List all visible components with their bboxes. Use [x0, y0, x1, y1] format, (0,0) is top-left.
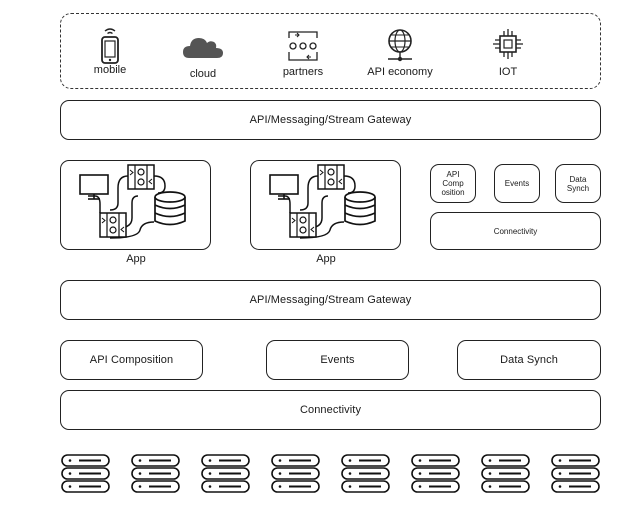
channel-api-economy: API economy: [355, 26, 445, 78]
server-rack-icon: [552, 455, 599, 492]
connectivity-label: Connectivity: [299, 404, 362, 416]
server-rack-icon: [342, 455, 389, 492]
channel-cloud: cloud: [158, 26, 248, 80]
gateway-bottom: API/Messaging/Stream Gateway: [60, 280, 601, 320]
app-service-data-synch: Data Synch: [555, 164, 601, 203]
globe-network-icon: [388, 29, 412, 62]
server-rack-icon: [132, 455, 179, 492]
cloud-icon: [183, 38, 223, 58]
app-service-api-composition: API Comp osition: [430, 164, 476, 203]
channel-iot: IOT: [463, 26, 553, 78]
gateway-bottom-label: API/Messaging/Stream Gateway: [249, 294, 412, 306]
server-rack-icon: [272, 455, 319, 492]
platform-connectivity: Connectivity: [60, 390, 601, 430]
platform-events: Events: [266, 340, 409, 380]
gateway-top-label: API/Messaging/Stream Gateway: [249, 114, 412, 126]
server-rack-icon: [62, 455, 109, 492]
platform-data-synch: Data Synch: [457, 340, 601, 380]
app-service-connectivity: Connectivity: [430, 212, 601, 250]
server-rack-icon: [482, 455, 529, 492]
channels-frame: [60, 13, 601, 89]
server-rack-icon: [412, 455, 459, 492]
channel-label: API economy: [367, 66, 433, 78]
mobile-phone-icon: [101, 28, 119, 64]
app-service-events: Events: [494, 164, 540, 203]
chip-icon: [493, 29, 523, 59]
gateway-top: API/Messaging/Stream Gateway: [60, 100, 601, 140]
channel-label: IOT: [498, 66, 518, 78]
channel-label: cloud: [189, 68, 217, 80]
app-caption-2: App: [316, 253, 336, 265]
platform-api-composition: API Composition: [60, 340, 203, 380]
channel-label: partners: [282, 66, 324, 78]
channel-mobile: mobile: [65, 26, 155, 76]
app-caption-1: App: [126, 253, 146, 265]
server-rack-icon: [202, 455, 249, 492]
partners-icon: [288, 31, 318, 61]
channel-label: mobile: [93, 64, 127, 76]
channel-partners: partners: [258, 26, 348, 78]
